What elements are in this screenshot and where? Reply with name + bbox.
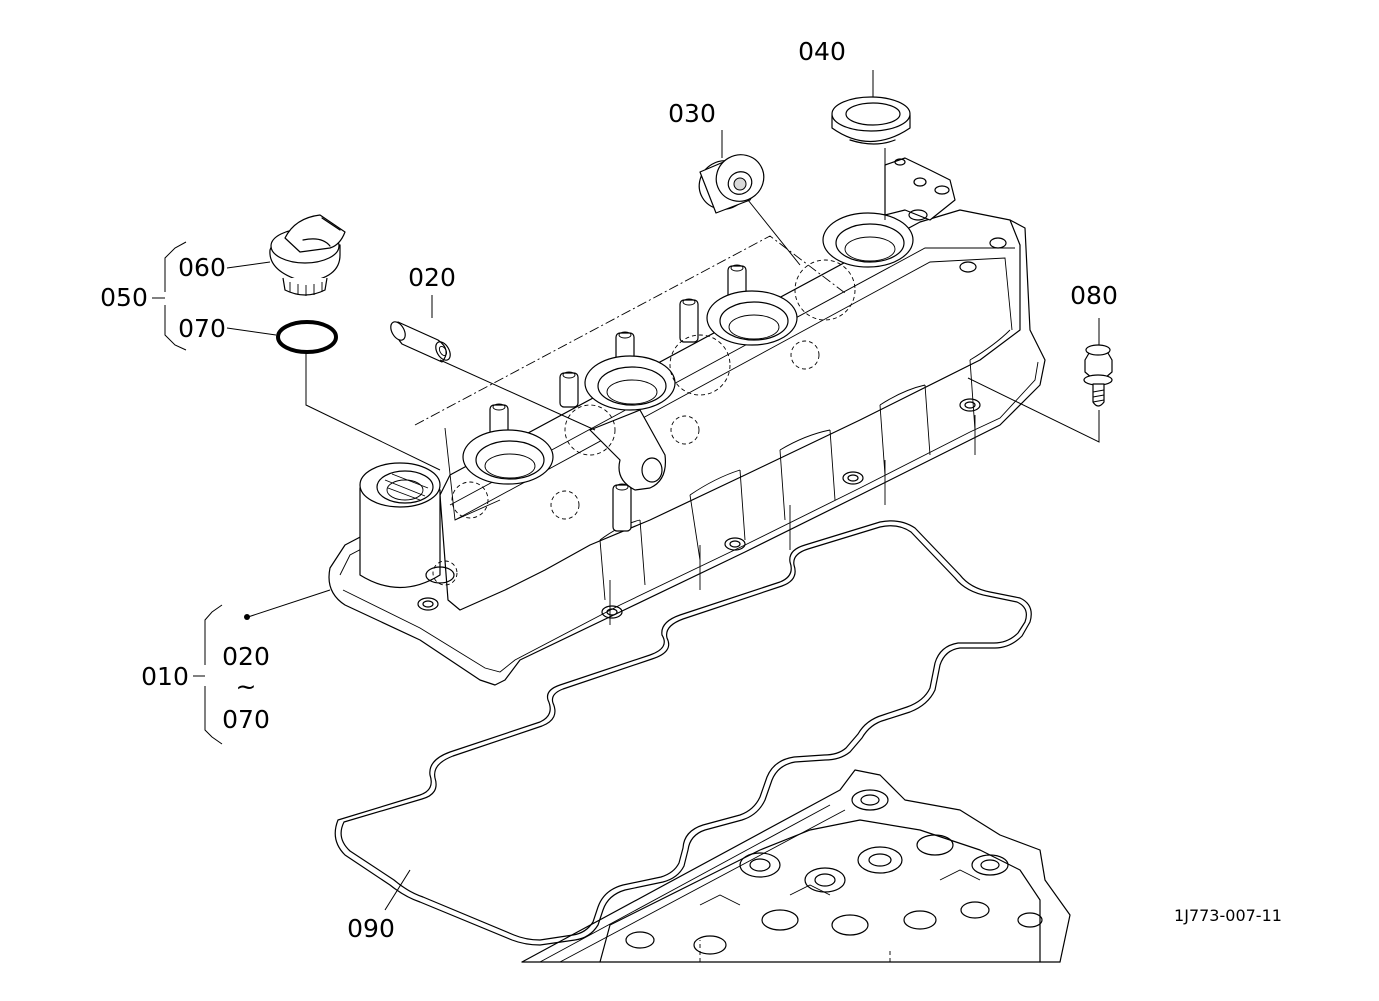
label-030: 030 <box>668 99 716 128</box>
bracket-010 <box>193 604 223 745</box>
part-080-bolt-illustration <box>1083 344 1113 407</box>
label-080: 080 <box>1070 281 1118 310</box>
label-range-to: 070 <box>222 705 270 734</box>
label-010: 010 <box>141 662 189 691</box>
label-090: 090 <box>347 914 395 943</box>
label-040: 040 <box>798 37 846 66</box>
reference-code: 1J773-007-11 <box>1174 906 1282 925</box>
cylinder-head-illustration <box>521 769 1071 963</box>
label-020: 020 <box>408 263 456 292</box>
label-range-separator: ~ <box>236 672 257 701</box>
label-070: 070 <box>178 314 226 343</box>
part-020-sleeve-illustration <box>390 321 451 363</box>
leader-lines <box>226 70 1100 911</box>
part-070-o-ring-illustration <box>276 320 338 354</box>
part-060-filler-cap-illustration <box>269 214 346 296</box>
valve-cover-illustration <box>328 157 1046 686</box>
label-050: 050 <box>100 283 148 312</box>
cover-gasket-illustration <box>334 520 1032 946</box>
label-range-from: 020 <box>222 642 270 671</box>
bracket-050 <box>152 241 187 351</box>
part-040-cap-illustration <box>831 96 911 145</box>
label-060: 060 <box>178 253 226 282</box>
part-030-seal-illustration <box>698 154 765 214</box>
leader-dot-marker <box>244 614 250 620</box>
